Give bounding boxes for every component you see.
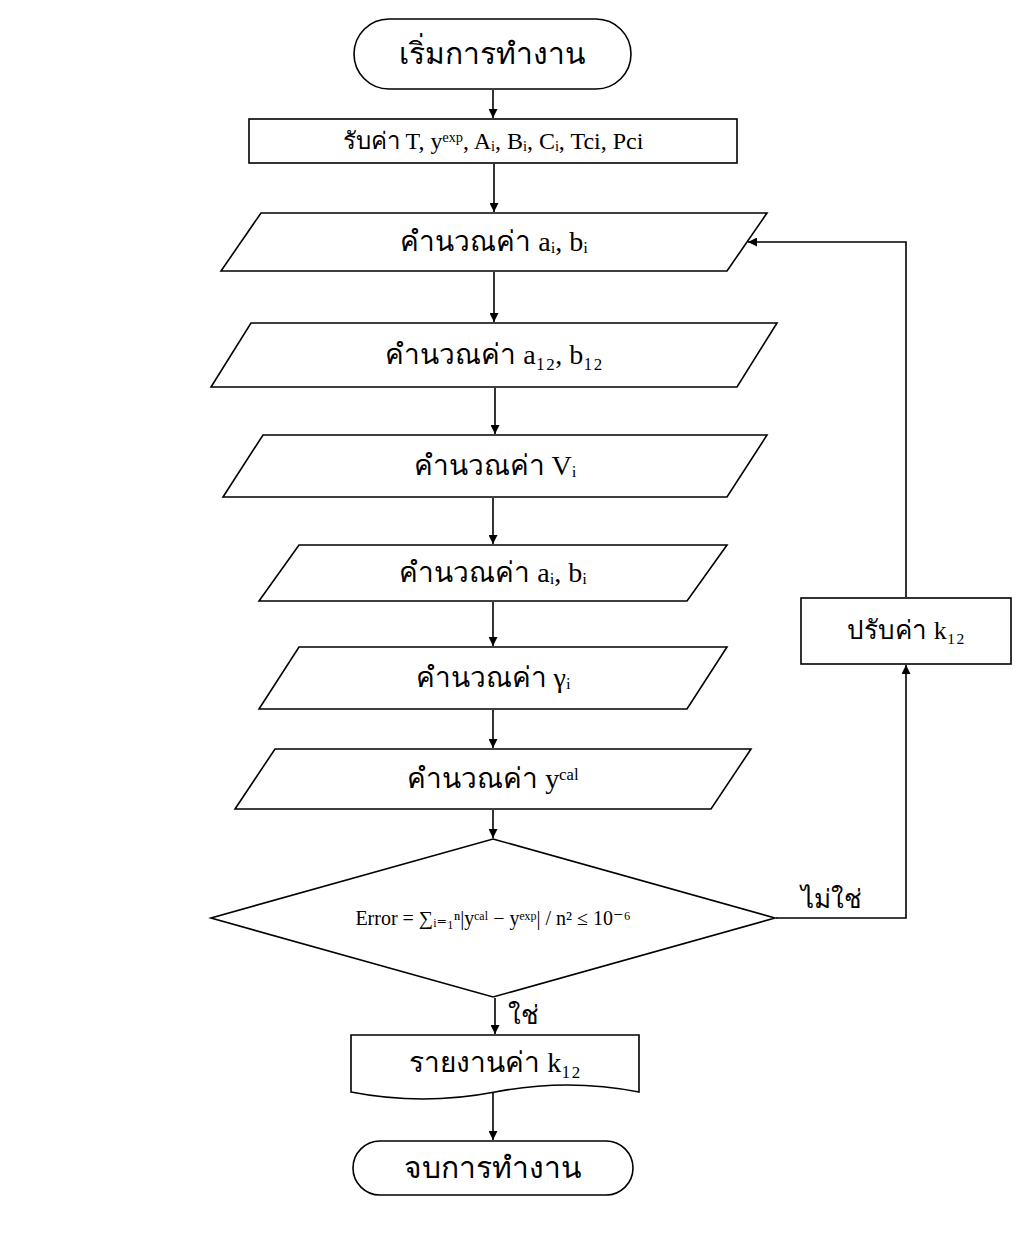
io-parallelogram: คำนวณค่า Vᵢ [222,434,768,498]
edge-label: ใช่ [505,1000,542,1031]
node-text: เริ่มการทำงาน [399,36,586,72]
flow-arrow [492,1092,494,1140]
flow-arrow [492,90,494,118]
decision-diamond: Error = ∑ᵢ₌₁ⁿ|yᶜᵃˡ − yᵉˣᵖ| / n² ≤ 10⁻⁶ [210,838,776,998]
io-parallelogram: คำนวณค่า yᶜᵃˡ [234,748,752,810]
node-shape [223,435,767,497]
flow-arrow [494,388,496,434]
node-shape [249,119,737,163]
node-text: คำนวณค่า Vᵢ [414,449,577,483]
io-parallelogram: คำนวณค่า aᵢ, bᵢ [258,544,728,602]
node-shape [235,749,751,809]
terminal-box: จบการทำงาน [352,1140,634,1196]
node-shape [211,839,775,997]
flow-arrow [494,998,496,1034]
node-text: จบการทำงาน [404,1150,582,1186]
node-text: คำนวณค่า yᶜᵃˡ [407,762,578,796]
edge-label: ไม่ใช่ [798,884,865,915]
io-parallelogram: คำนวณค่า a₁₂, b₁₂ [210,322,778,388]
node-text: รายงานค่า k₁₂ [409,1046,581,1080]
io-parallelogram: คำนวณค่า aᵢ, bᵢ [220,212,768,272]
flow-arrow [492,810,494,838]
node-shape [801,598,1011,664]
node-shape [211,323,777,387]
process-box: รับค่า T, yᵉˣᵖ, Aᵢ, Bᵢ, Cᵢ, Tci, Pci [248,118,738,164]
node-text: คำนวณค่า aᵢ, bᵢ [399,556,587,590]
flow-arrow [493,164,495,212]
node-text: คำนวณค่า aᵢ, bᵢ [400,225,588,259]
process-box: ปรับค่า k₁₂ [800,597,1012,665]
io-parallelogram: คำนวณค่า γᵢ [258,646,728,710]
node-shape [259,545,727,601]
node-text: รับค่า T, yᵉˣᵖ, Aᵢ, Bᵢ, Cᵢ, Tci, Pci [343,127,644,156]
terminal-box: เริ่มการทำงาน [353,18,632,90]
flow-arrow [748,242,906,597]
node-shape [354,19,631,89]
flow-arrow [493,272,495,322]
flow-arrow [492,710,494,748]
node-text: คำนวณค่า a₁₂, b₁₂ [385,338,602,372]
node-shape [353,1141,633,1195]
flow-arrow [492,602,494,646]
node-shape [351,1035,639,1099]
node-text: ปรับค่า k₁₂ [847,615,965,646]
node-text: คำนวณค่า γᵢ [416,661,571,695]
node-text: Error = ∑ᵢ₌₁ⁿ|yᶜᵃˡ − yᵉˣᵖ| / n² ≤ 10⁻⁶ [355,906,630,930]
flow-arrow [776,665,906,918]
node-shape [221,213,767,271]
flow-arrow [492,498,494,544]
node-shape [259,647,727,709]
document-box: รายงานค่า k₁₂ [350,1034,640,1104]
